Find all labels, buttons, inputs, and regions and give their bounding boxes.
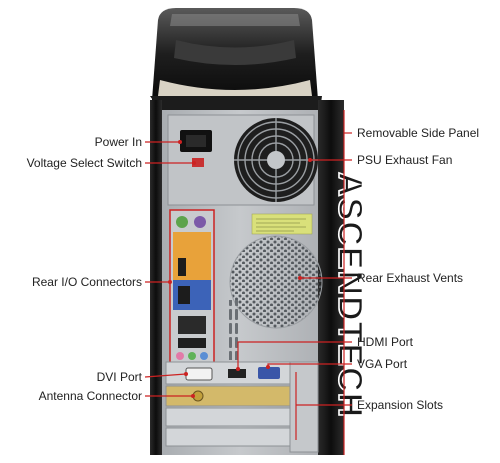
label-psu-fan: PSU Exhaust Fan: [357, 153, 453, 167]
case-left-edge: [150, 100, 162, 455]
vga-port: [258, 367, 280, 379]
audio-jack-green: [188, 352, 196, 360]
label-voltage-select: Voltage Select Switch: [26, 156, 142, 170]
watermark: ASCENDTECH: [331, 172, 369, 418]
label-antenna: Antenna Connector: [38, 389, 142, 403]
callout-dots-right: [236, 158, 312, 371]
label-hdmi-port: HDMI Port: [357, 335, 414, 349]
expansion-slots: [165, 361, 319, 453]
ps2-keyboard-port: [194, 216, 206, 228]
callout-hdmi: [237, 341, 352, 369]
callout-dots-left: [168, 140, 196, 398]
side-slot-vent: [226, 300, 240, 360]
case-top: [150, 8, 322, 110]
label-expansion-slots: Expansion Slots: [357, 398, 444, 412]
dvi-port: [185, 367, 213, 381]
sticker-lines: [256, 218, 306, 232]
label-dvi-port: DVI Port: [96, 370, 142, 384]
label-side-panel: Removable Side Panel: [357, 126, 480, 140]
rear-io-shield: [169, 209, 215, 366]
label-rear-io: Rear I/O Connectors: [31, 275, 142, 289]
voltage-switch: [192, 158, 204, 167]
label-power-in: Power In: [94, 135, 142, 149]
audio-jack-pink: [176, 352, 184, 360]
label-vga-port: VGA Port: [357, 357, 408, 371]
usb-ports: [178, 316, 206, 334]
hdmi-port: [228, 369, 246, 378]
audio-jack-blue: [200, 352, 208, 360]
callout-dvi: [144, 373, 187, 378]
ps2-mouse-port: [176, 216, 188, 228]
label-exhaust-vents: Rear Exhaust Vents: [357, 271, 464, 285]
callouts-right: [237, 110, 352, 455]
rear-exhaust-vents: [230, 236, 322, 328]
psu-unit: [167, 114, 318, 206]
callouts-left: [144, 141, 194, 397]
